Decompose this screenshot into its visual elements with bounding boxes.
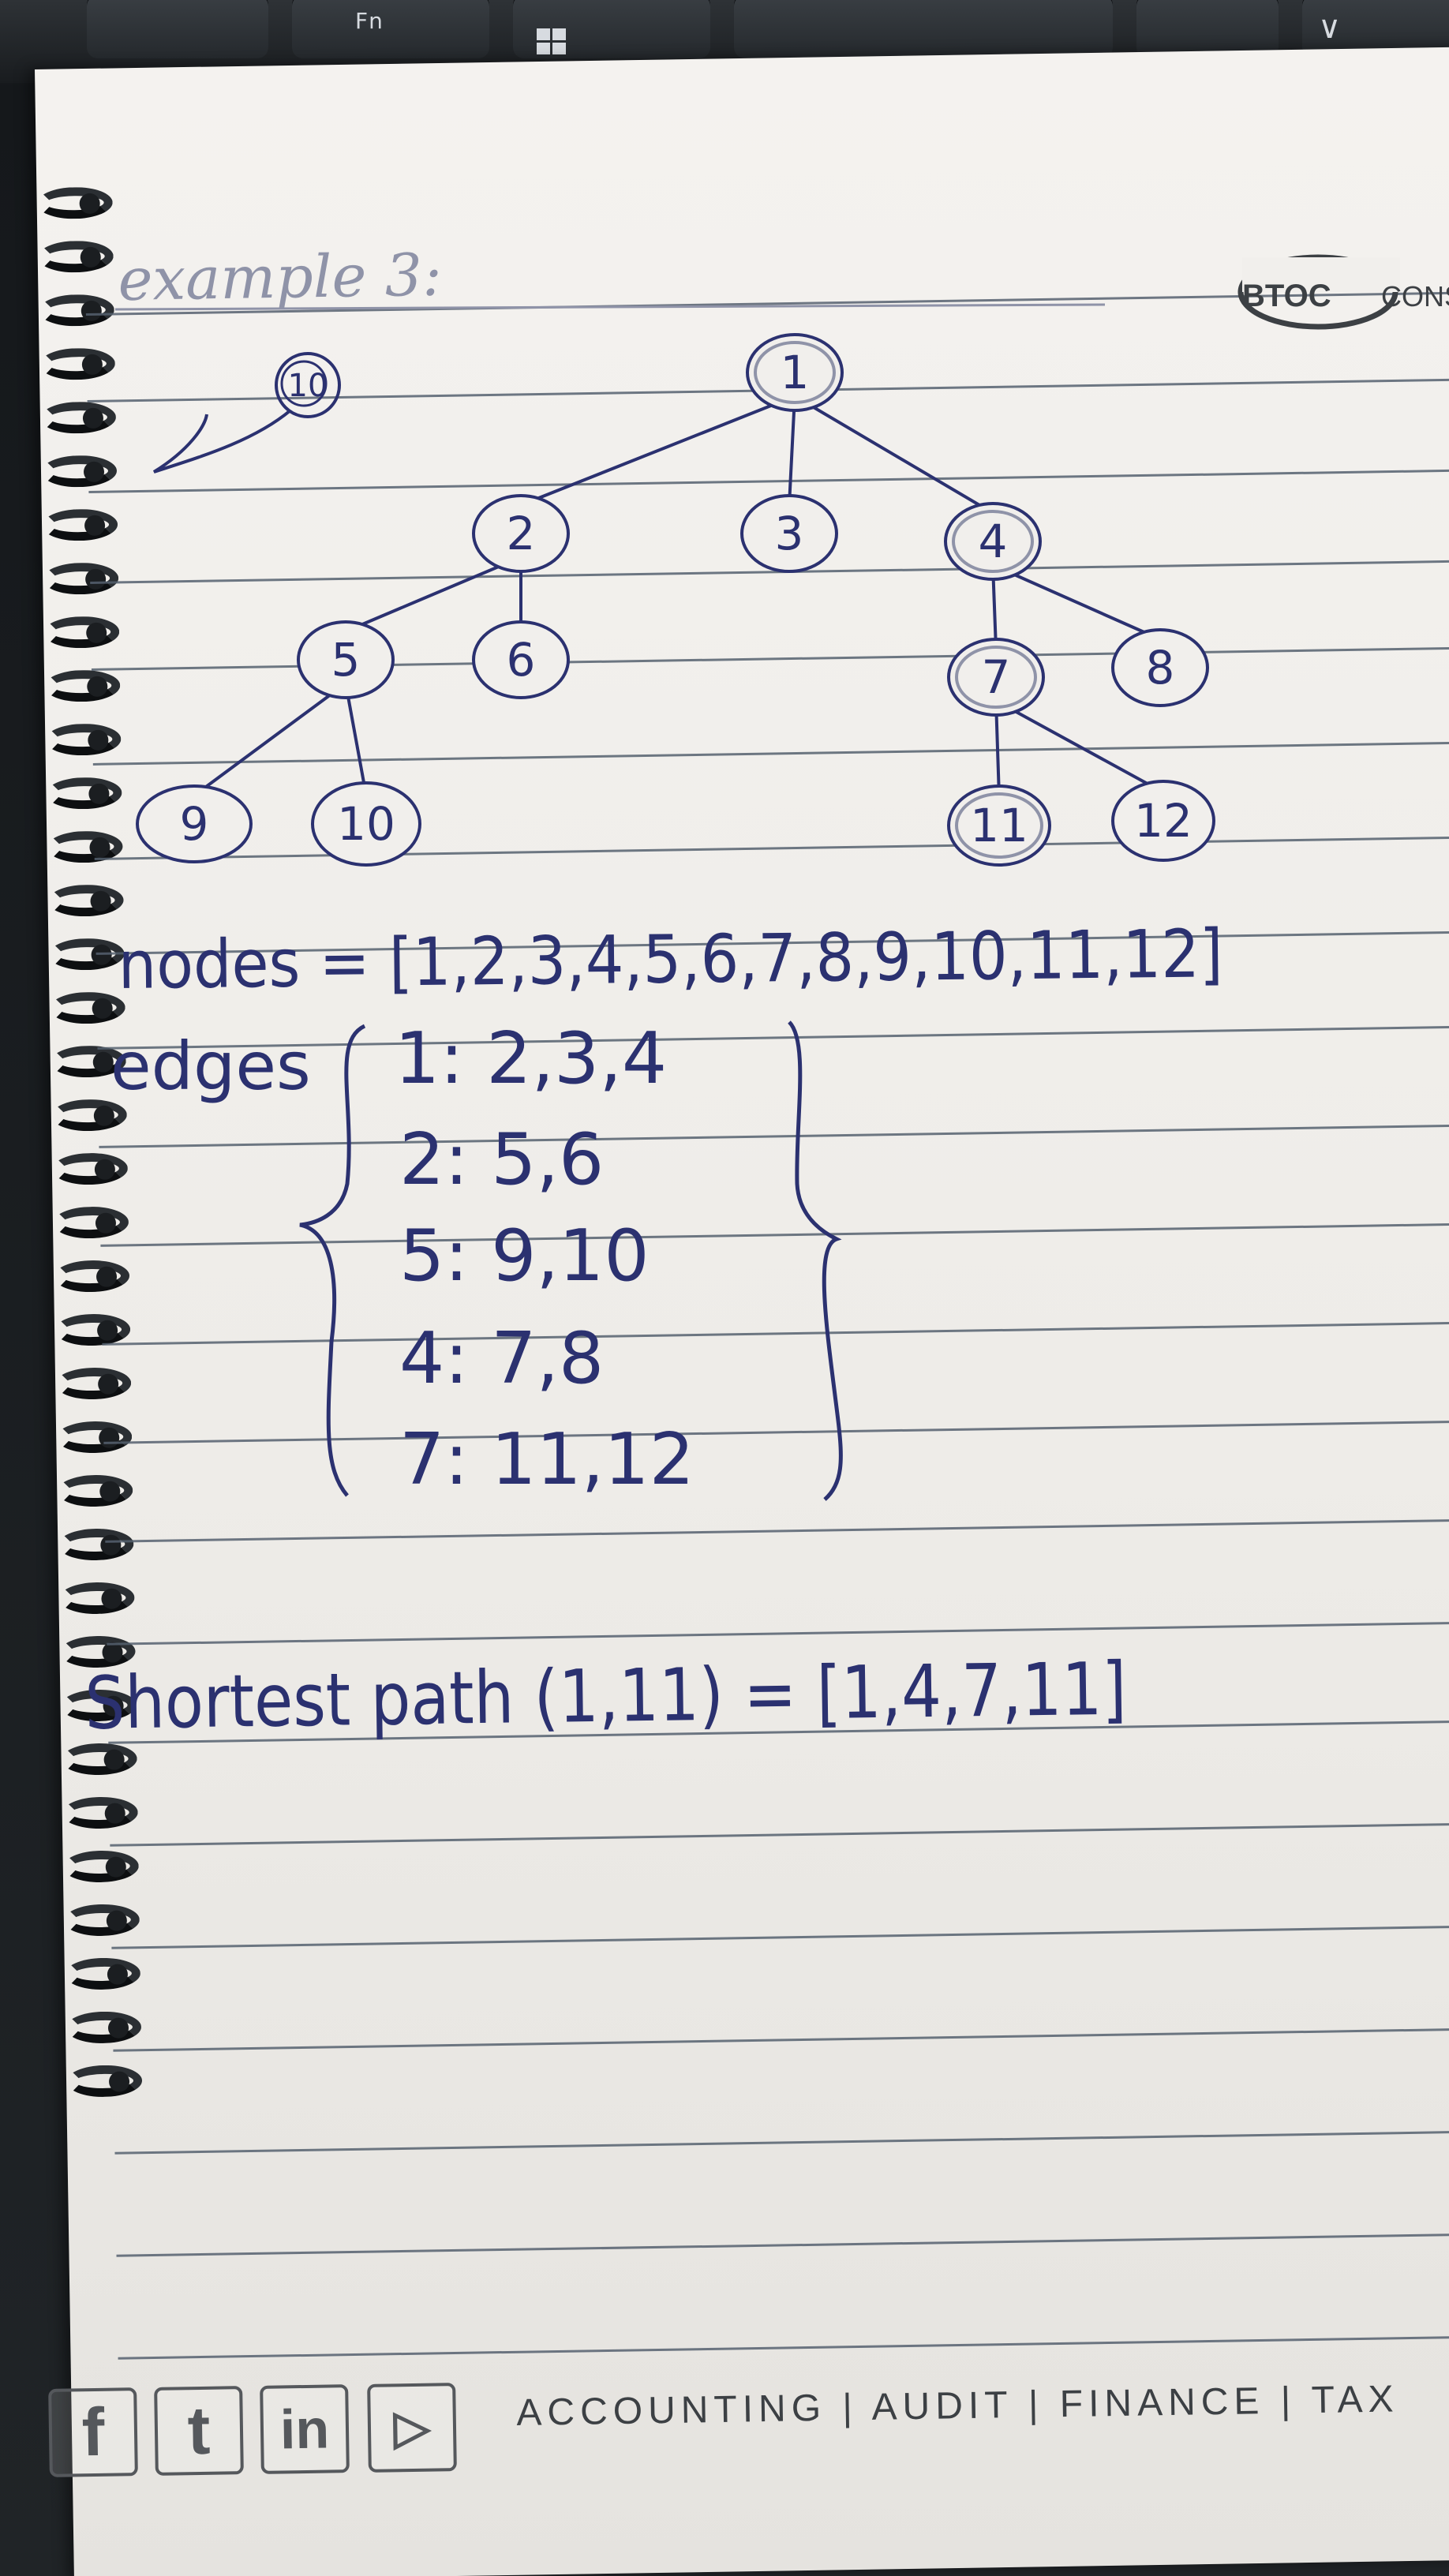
graph-edge-5-9: [193, 682, 347, 797]
graph-node-label: 10: [337, 797, 395, 851]
graph-node-circle: [947, 784, 1051, 867]
graph-node-8: 8: [1111, 628, 1209, 707]
edges-label: edges: [110, 1028, 311, 1105]
graph-node-2: 2: [472, 494, 570, 573]
graph-edge-7-12: [995, 699, 1164, 794]
graph-node-circle: [947, 638, 1045, 717]
graph-edge-5-10: [344, 683, 368, 796]
graph-node-highlight-ring: [754, 341, 836, 404]
graph-node-label: 3: [775, 507, 804, 560]
edge-line-text: 5: 9,10: [399, 1215, 650, 1297]
graph-node-circle: [944, 502, 1042, 581]
btoc-logo: BTOC CONS: [1231, 249, 1449, 336]
edge-line-text: 2: 5,6: [399, 1118, 604, 1201]
graph-edge-2-5: [345, 556, 522, 633]
graph-node-7: 7: [947, 638, 1045, 717]
graph-node-label: 7: [982, 650, 1011, 704]
windows-logo-icon: [537, 28, 566, 54]
fn-key-label: Fn: [355, 8, 384, 34]
graph-node-3: 3: [740, 494, 838, 573]
graph-node-circle: [1111, 780, 1215, 862]
graph-edge-1-3: [788, 395, 796, 506]
graph-node-highlight-ring: [952, 510, 1034, 573]
graph-edge-7-11: [994, 700, 1001, 798]
keyboard-key: [87, 0, 268, 58]
edge-lines: 1: 2,3,4 2: 5,6 5: 9,10 4: 7,8 7: 11,12: [395, 1017, 695, 1501]
graph-edge-4-8: [992, 564, 1161, 641]
graph-edge-1-4: [793, 395, 994, 515]
graph-node-circle: [1111, 628, 1209, 707]
right-brace: [788, 1020, 843, 1501]
graph-node-10: 10: [311, 781, 421, 867]
edge-line-text: 4: 7,8: [399, 1317, 604, 1400]
graph-node-9: 9: [136, 784, 253, 863]
edge-line-text: 7: 11,12: [399, 1418, 695, 1501]
chevron-down-icon: ∨: [1318, 9, 1342, 46]
graph-edge-1-2: [520, 395, 796, 507]
graph-node-circle: [472, 494, 570, 573]
graph-node-label: 6: [507, 633, 536, 687]
graph-node-label: 9: [180, 797, 209, 851]
graph-node-label: 5: [331, 633, 361, 687]
nodes-list-text: nodes = [1,2,3,4,5,6,7,8,9,10,11,12]: [118, 915, 1223, 1004]
graph-node-label: 11: [970, 799, 1028, 852]
stray-node-label: 10: [288, 368, 328, 404]
btoc-logo-text: BTOC: [1242, 279, 1331, 313]
left-brace: [299, 1024, 366, 1497]
edge-line-text: 1: 2,3,4: [395, 1017, 667, 1100]
space-key: [734, 0, 1113, 58]
fn-key: Fn: [292, 0, 489, 58]
graph-node-label: 4: [979, 515, 1008, 568]
btoc-logo-mark: BTOC CONS: [1237, 254, 1449, 330]
graph-node-circle: [740, 494, 838, 573]
graph-node-circle: [746, 333, 844, 412]
alt-key: [1136, 0, 1279, 58]
graph-node-circle: [297, 620, 395, 699]
graph-node-highlight-ring: [955, 792, 1043, 859]
graph-node-label: 8: [1146, 641, 1175, 695]
laptop-keyboard: Fn ∨: [0, 0, 1449, 83]
graph-edges: [193, 395, 1164, 798]
graph-node-circle: [472, 620, 570, 699]
graph-node-6: 6: [472, 620, 570, 699]
graph-node-4: 4: [944, 502, 1042, 581]
graph-node-highlight-ring: [955, 646, 1037, 709]
graph-node-12: 12: [1111, 780, 1215, 862]
graph-node-11: 11: [947, 784, 1051, 867]
heading-underline: [114, 303, 1106, 311]
shortest-path-text: Shortest path (1,11) = [1,4,7,11]: [84, 1647, 1127, 1746]
scribble-stroke: [152, 409, 292, 474]
graph-node-circle: [311, 781, 421, 867]
graph-node-5: 5: [297, 620, 395, 699]
graph-node-label: 2: [507, 507, 536, 560]
graph-node-circle: [136, 784, 253, 863]
heading-text: example 3:: [118, 242, 442, 314]
graph-node-label: 1: [781, 346, 810, 399]
btoc-logo-suffix: CONS: [1381, 280, 1449, 313]
graph-node-label: 12: [1134, 794, 1193, 848]
stray-node: 10: [152, 352, 341, 474]
graph-node-1: 1: [746, 333, 844, 412]
windows-key: [513, 0, 710, 58]
